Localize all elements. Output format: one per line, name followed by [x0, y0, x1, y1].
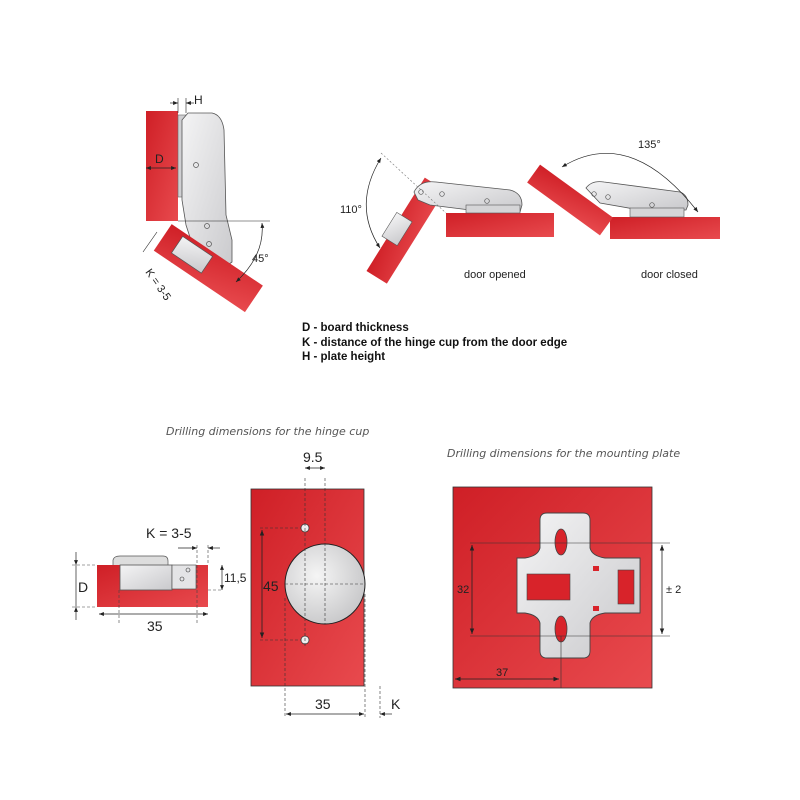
mounting-plate-view: 32 ± 2 37 [452, 486, 681, 689]
door-closed-view: 135° door closed [527, 139, 720, 281]
hinge-cup [171, 235, 214, 274]
hinge-arm-closed [585, 181, 689, 211]
label-135: 135° [638, 139, 661, 151]
label-front-k: K [391, 696, 401, 712]
angled-door [153, 224, 263, 313]
label-side-depth: 11,5 [224, 571, 247, 585]
label-h: H [194, 93, 203, 107]
label-k: K = 3-5 [143, 267, 173, 303]
plate-slot-top [554, 528, 568, 556]
label-110: 110° [340, 204, 362, 216]
door-opened-view: 110° door opened [340, 152, 554, 284]
hinge-arm-open [413, 181, 523, 213]
label-front-hole-spacing: 45 [263, 578, 279, 594]
label-d: D [155, 152, 164, 166]
label-side-width: 35 [147, 618, 163, 634]
label-45: 45° [252, 253, 269, 265]
cup-side-section: D K = 3-5 11,5 35 [72, 525, 247, 634]
legend-k: K - distance of the hinge cup from the d… [302, 336, 568, 349]
label-front-width: 35 [315, 696, 331, 712]
cabinet-side-board [146, 111, 178, 221]
caption-door-opened: door opened [464, 269, 526, 281]
legend-d: D - board thickness [302, 322, 409, 334]
cabinet-board [446, 213, 554, 237]
hinge-45-view: H D 45° K = 3-5 [143, 93, 270, 313]
cup-front-view: 9.5 45 35 K [250, 449, 401, 718]
label-side-k: K = 3-5 [146, 525, 192, 541]
label-side-d: D [78, 579, 88, 595]
title-mounting-plate: Drilling dimensions for the mounting pla… [447, 447, 680, 460]
cup-cross-section [119, 564, 173, 591]
cabinet-board [610, 217, 720, 239]
mounting-plate-body [516, 512, 641, 659]
label-plate-tolerance: ± 2 [666, 584, 681, 596]
label-plate-offset: 37 [496, 667, 508, 679]
caption-door-closed: door closed [641, 269, 698, 281]
label-front-offset: 9.5 [303, 449, 323, 465]
title-hinge-cup: Drilling dimensions for the hinge cup [166, 425, 369, 438]
label-plate-hole-spacing: 32 [457, 584, 469, 596]
legend: D - board thickness K - distance of the … [302, 321, 567, 365]
legend-h: H - plate height [302, 351, 386, 363]
